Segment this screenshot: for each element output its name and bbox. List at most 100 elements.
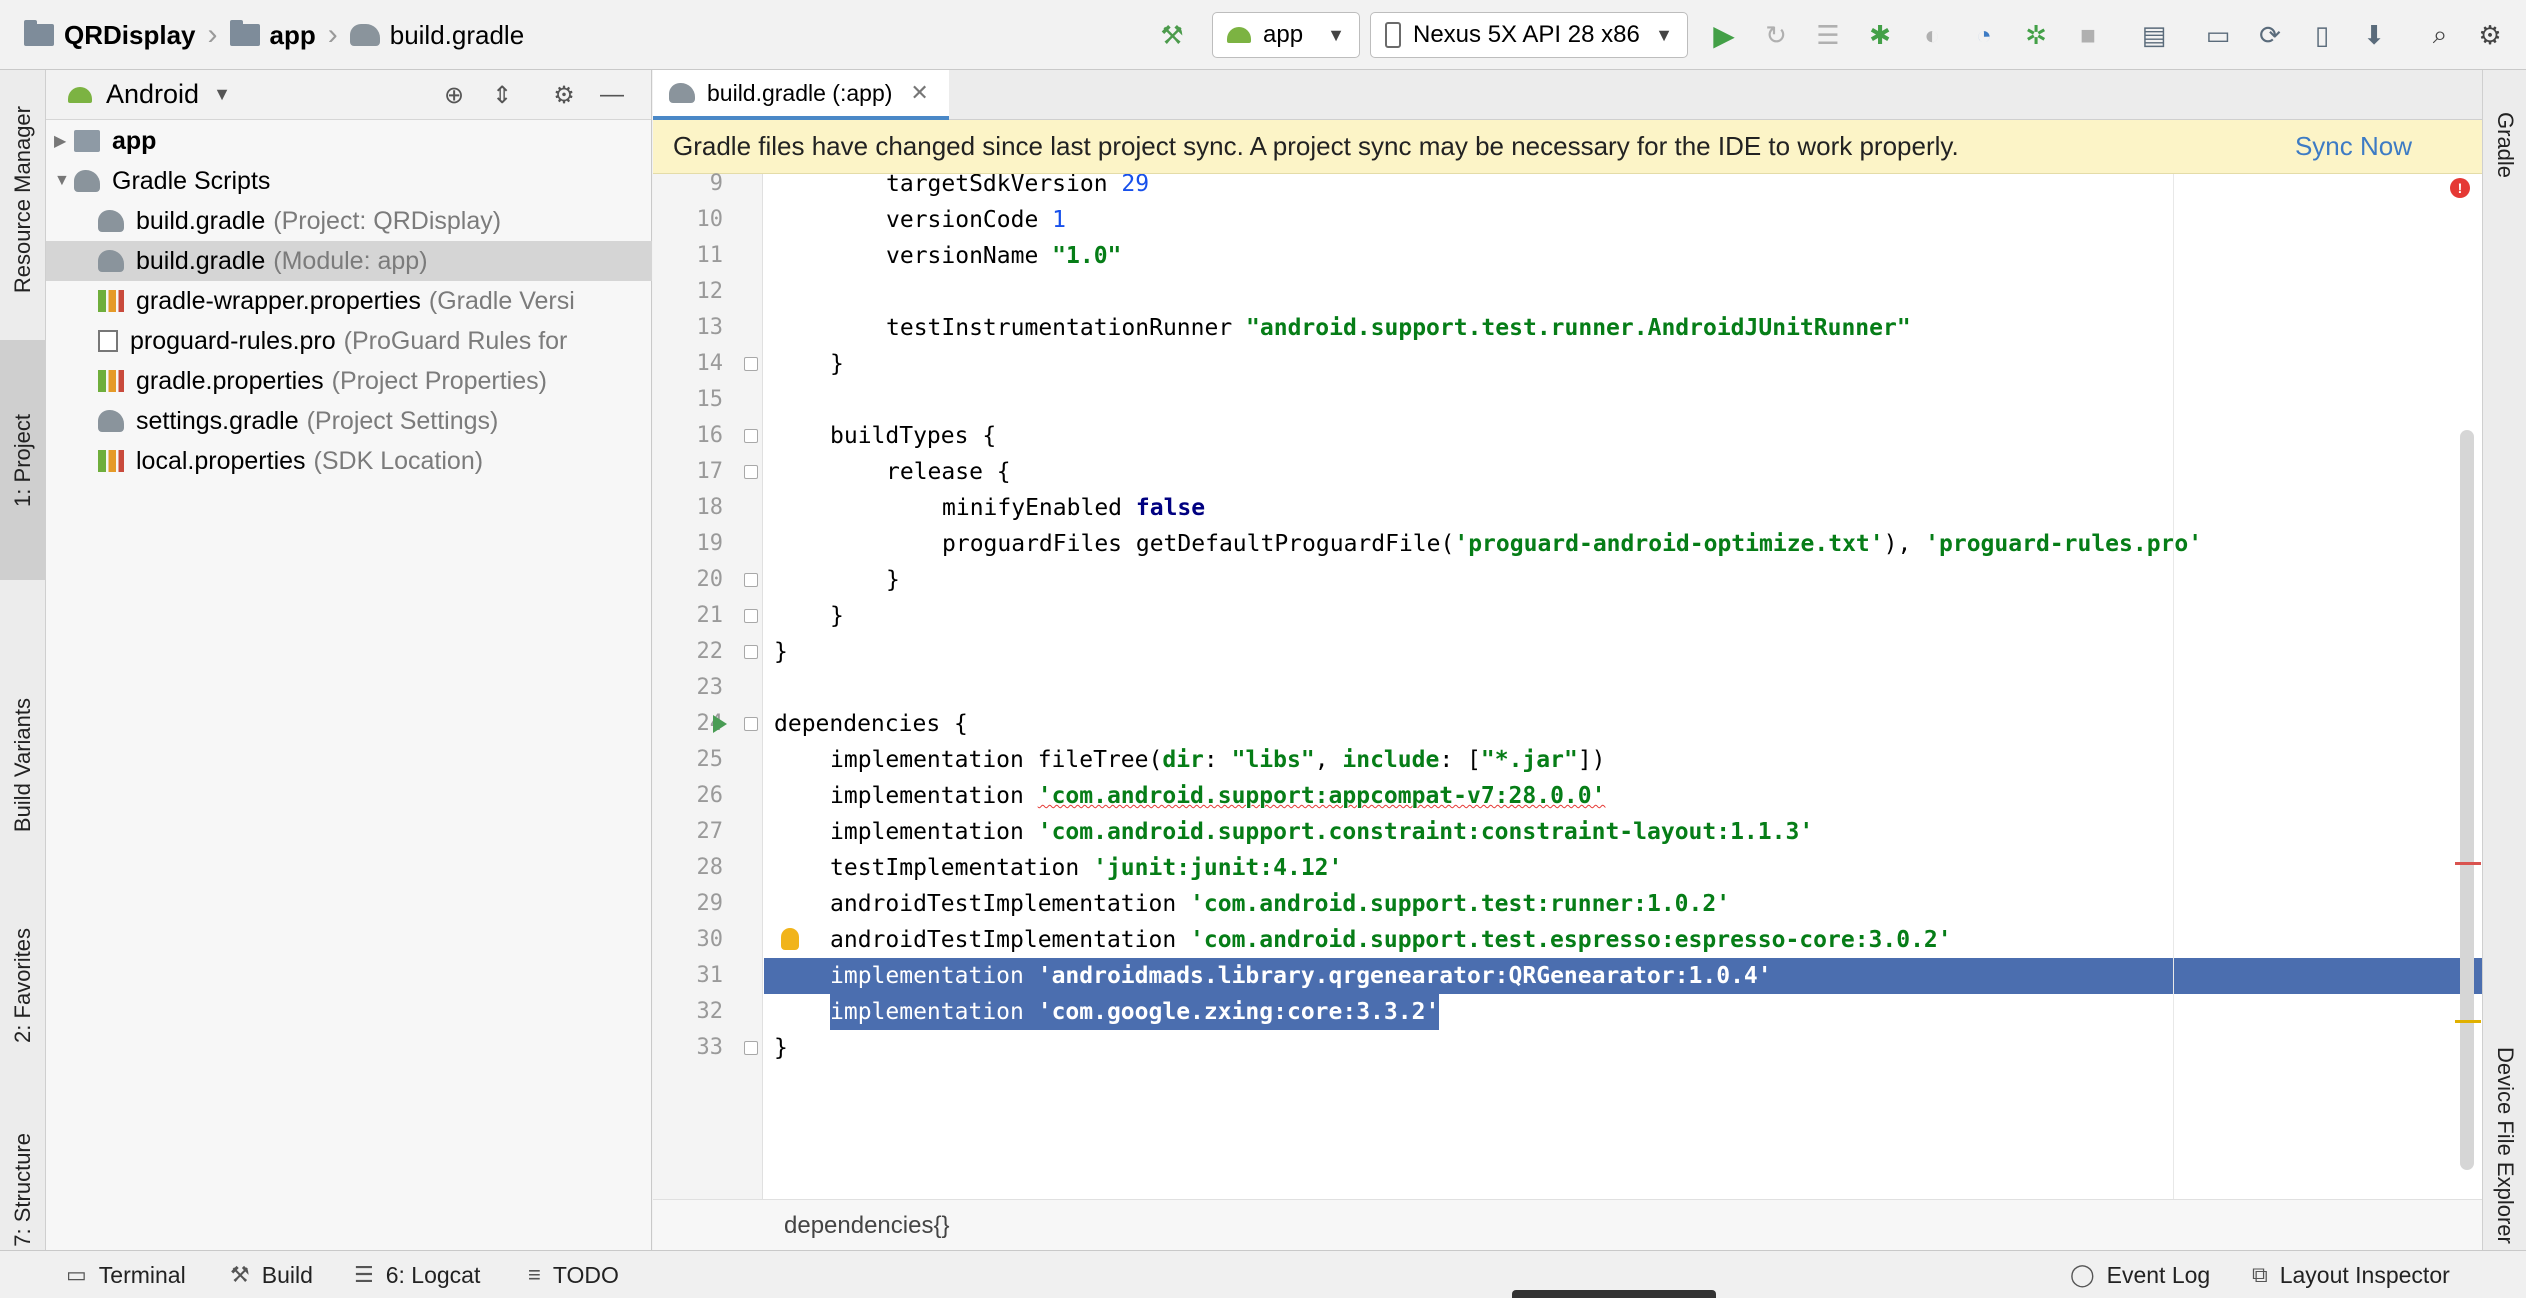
attach-debugger-icon[interactable]: ◐ [1924,19,1940,50]
main-toolbar: QRDisplay › app › build.gradle ⚒ app ▼ N… [0,0,2526,70]
tree-item[interactable]: build.gradle(Project: QRDisplay) [46,201,652,241]
code-line[interactable]: } [764,598,2482,634]
rerun-icon[interactable]: ↻ [1765,19,1787,50]
debug-icon[interactable]: ✱ [1869,19,1891,50]
collapse-all-icon[interactable]: ⇕ [491,81,513,109]
code-line[interactable]: versionCode 1 [764,202,2482,238]
code-line[interactable]: targetSdkVersion 29 [764,174,2482,202]
avd-manager-icon[interactable]: ▯ [2314,19,2330,50]
locate-icon[interactable]: ⊕ [443,81,465,109]
project-structure-icon[interactable]: ▤ [2141,19,2167,50]
fold-marker-icon[interactable] [744,1041,758,1055]
line-number: 18 [696,495,724,520]
breadcrumb-project[interactable]: QRDisplay [24,20,196,51]
device-select[interactable]: Nexus 5X API 28 x86 ▼ [1370,12,1688,58]
warning-stripe-marker[interactable] [2455,1020,2481,1023]
editor-scrollbar[interactable] [2460,430,2474,1170]
project-view-select[interactable]: Android ▼ [106,79,231,109]
expand-arrow-icon[interactable]: ▶ [54,133,67,150]
code-line[interactable]: } [764,562,2482,598]
sync-now-link[interactable]: Sync Now [2294,131,2412,161]
code-line[interactable]: implementation 'com.google.zxing:core:3.… [764,994,2482,1030]
hide-icon[interactable]: — [600,81,624,108]
gear-icon[interactable]: ⚙ [553,81,575,109]
profile-icon[interactable]: ◔ [1976,19,1992,50]
tree-item[interactable]: local.properties(SDK Location) [46,441,652,481]
hammer-icon[interactable]: ⚒ [1160,19,1184,50]
lightbulb-icon[interactable] [781,928,799,950]
tree-item-label: proguard-rules.pro [130,326,336,355]
terminal-icon[interactable]: ▭ [2205,19,2231,50]
logcat-icon: ☰ [354,1262,374,1287]
search-icon[interactable]: ⌕ [2432,19,2448,49]
code-line[interactable] [764,670,2482,706]
tab-gradle[interactable]: Gradle [2493,111,2518,179]
code-line[interactable]: buildTypes { [764,418,2482,454]
tree-item[interactable]: ▼Gradle Scripts [46,161,652,201]
code-line[interactable]: dependencies { [764,706,2482,742]
fold-marker-icon[interactable] [744,429,758,443]
fold-marker-icon[interactable] [744,357,758,371]
code-line[interactable]: } [764,634,2482,670]
code-token: 'com.android.support.test.espresso:espre… [1190,927,1952,953]
breadcrumb-file[interactable]: build.gradle [349,20,524,51]
tree-item-label: build.gradle [136,246,266,275]
code-line[interactable] [764,274,2482,310]
tab-build-gradle-app[interactable]: build.gradle (:app) ✕ [653,70,949,120]
tab-terminal[interactable]: ▭ Terminal [66,1261,186,1288]
close-icon[interactable]: ✕ [910,80,929,105]
run-icon[interactable]: ▶ [1713,19,1735,51]
tab-logcat[interactable]: ☰ 6: Logcat [354,1261,481,1288]
tree-item[interactable]: gradle.properties(Project Properties) [46,361,652,401]
tree-item[interactable]: build.gradle(Module: app) [46,241,652,281]
code-breadcrumb[interactable]: dependencies{} [784,1212,950,1239]
tab-todo[interactable]: ≡ TODO [528,1261,619,1288]
tab-build[interactable]: ⚒ Build [230,1261,313,1288]
code-line[interactable]: implementation 'androidmads.library.qrge… [764,958,2482,994]
code-line[interactable]: testImplementation 'junit:junit:4.12' [764,850,2482,886]
fold-marker-icon[interactable] [744,645,758,659]
tree-item[interactable]: gradle-wrapper.properties(Gradle Versi [46,281,652,321]
fold-marker-icon[interactable] [744,609,758,623]
breadcrumb-module[interactable]: app [229,20,316,51]
expand-arrow-icon[interactable]: ▼ [54,172,70,189]
tree-item[interactable]: ▶app [46,121,652,161]
tab-layout-inspector[interactable]: ⧉ Layout Inspector [2252,1261,2450,1288]
code-line[interactable]: } [764,346,2482,382]
tab-resource-manager[interactable]: Resource Manager [10,106,35,294]
error-stripe-marker[interactable] [2455,862,2481,865]
apply-changes-icon[interactable]: ☰ [1816,19,1840,50]
code-line[interactable]: testInstrumentationRunner "android.suppo… [764,310,2482,346]
settings-icon[interactable]: ⚙ [2478,19,2502,50]
sync-icon[interactable]: ⟳ [2259,19,2281,50]
fold-marker-icon[interactable] [744,573,758,587]
tab-event-log[interactable]: ◯ Event Log [2070,1261,2211,1288]
code-line[interactable]: androidTestImplementation 'com.android.s… [764,886,2482,922]
run-config-select[interactable]: app ▼ [1212,12,1360,58]
code-line[interactable]: versionName "1.0" [764,238,2482,274]
tree-item[interactable]: proguard-rules.pro(ProGuard Rules for [46,321,652,361]
sdk-manager-icon[interactable]: ⬇ [2363,19,2385,50]
code-line[interactable] [764,382,2482,418]
code-line[interactable]: } [764,1030,2482,1066]
fold-marker-icon[interactable] [744,465,758,479]
run-gutter-icon[interactable] [713,715,727,733]
error-indicator-icon[interactable]: ! [2450,178,2470,198]
code-line[interactable]: release { [764,454,2482,490]
tab-project[interactable]: 1: Project [0,340,46,580]
code-line[interactable]: minifyEnabled false [764,490,2482,526]
code-line[interactable]: proguardFiles getDefaultProguardFile('pr… [764,526,2482,562]
stop-icon[interactable]: ■ [2080,19,2096,50]
code-line[interactable]: implementation 'com.android.support:appc… [764,778,2482,814]
fold-marker-icon[interactable] [744,717,758,731]
code-token: targetSdkVersion [886,174,1122,197]
code-line[interactable]: androidTestImplementation 'com.android.s… [764,922,2482,958]
tree-item[interactable]: settings.gradle(Project Settings) [46,401,652,441]
code-line[interactable]: implementation 'com.android.support.cons… [764,814,2482,850]
tab-device-file-explorer[interactable]: Device File Explorer [2493,1046,2518,1244]
code-line[interactable]: implementation fileTree(dir: "libs", inc… [764,742,2482,778]
code-token: 'com.android.support.constraint:constrai… [1037,819,1814,845]
tree-item-label: settings.gradle [136,406,299,435]
debug-attach-icon[interactable]: ✲ [2025,19,2047,50]
